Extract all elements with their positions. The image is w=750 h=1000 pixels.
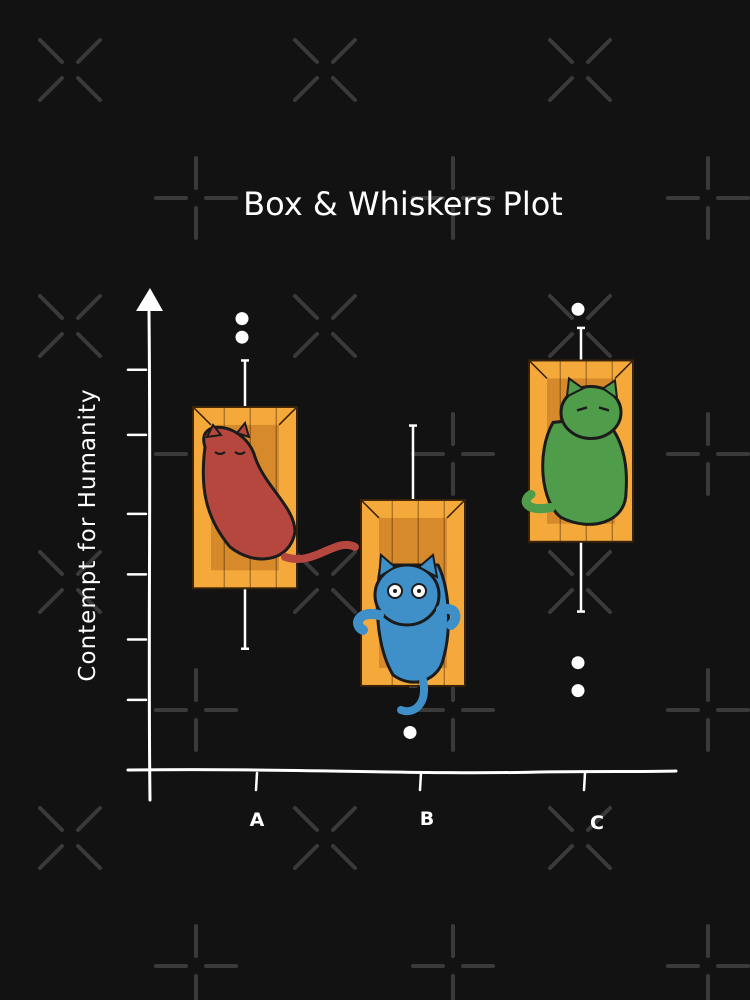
cat-illustration-icon [521, 376, 628, 526]
watermark-x-icon [38, 294, 102, 358]
cat-illustration-icon [201, 420, 359, 563]
y-axis-ticks [126, 368, 148, 702]
watermark-x-icon [38, 38, 102, 102]
watermark-x-icon [38, 806, 102, 870]
y-axis-line [147, 310, 152, 802]
outlier-point [235, 312, 249, 326]
watermark-plus-icon [411, 412, 495, 496]
chart-title: Box & Whiskers Plot [243, 185, 563, 223]
watermark-plus-icon [666, 668, 750, 752]
watermark-x-icon [548, 38, 612, 102]
box-c [521, 302, 634, 698]
x-tick [582, 771, 587, 792]
outlier-point [571, 302, 585, 316]
x-tick [254, 771, 259, 792]
outlier-point [403, 725, 417, 739]
x-category-label-c: C [590, 812, 604, 834]
x-category-label-a: A [250, 809, 265, 831]
watermark-x-icon [293, 38, 357, 102]
x-axis-ticks [254, 771, 587, 792]
x-axis-category-labels: A B C [250, 808, 604, 834]
x-category-label-b: B [420, 808, 434, 830]
outlier-point [571, 684, 585, 698]
watermark-x-icon [293, 294, 357, 358]
watermark-x-icon [293, 806, 357, 870]
x-tick [418, 771, 423, 792]
watermark-x-icon [548, 550, 612, 614]
watermark-plus-icon [666, 412, 750, 496]
watermark-plus-icon [154, 668, 238, 752]
watermark-x-icon [548, 294, 612, 358]
watermark-plus-icon [411, 924, 495, 1000]
box-a [192, 312, 359, 650]
watermark-plus-icon [666, 924, 750, 1000]
outlier-point [571, 656, 585, 670]
cat-illustration-icon [353, 552, 461, 716]
y-axis-label: Contempt for Humanity [75, 388, 101, 681]
watermark-x-icon [548, 806, 612, 870]
box-b [353, 424, 466, 739]
plot-marks [192, 302, 634, 739]
watermark-plus-icon [411, 156, 495, 240]
watermark-plus-icon [666, 156, 750, 240]
outlier-point [235, 330, 249, 344]
watermark-plus-icon [154, 924, 238, 1000]
watermark-x-icon [38, 550, 102, 614]
axes [126, 288, 678, 802]
watermark-plus-icon [154, 156, 238, 240]
x-axis-line [126, 768, 678, 775]
y-axis-arrow-icon [136, 288, 163, 311]
